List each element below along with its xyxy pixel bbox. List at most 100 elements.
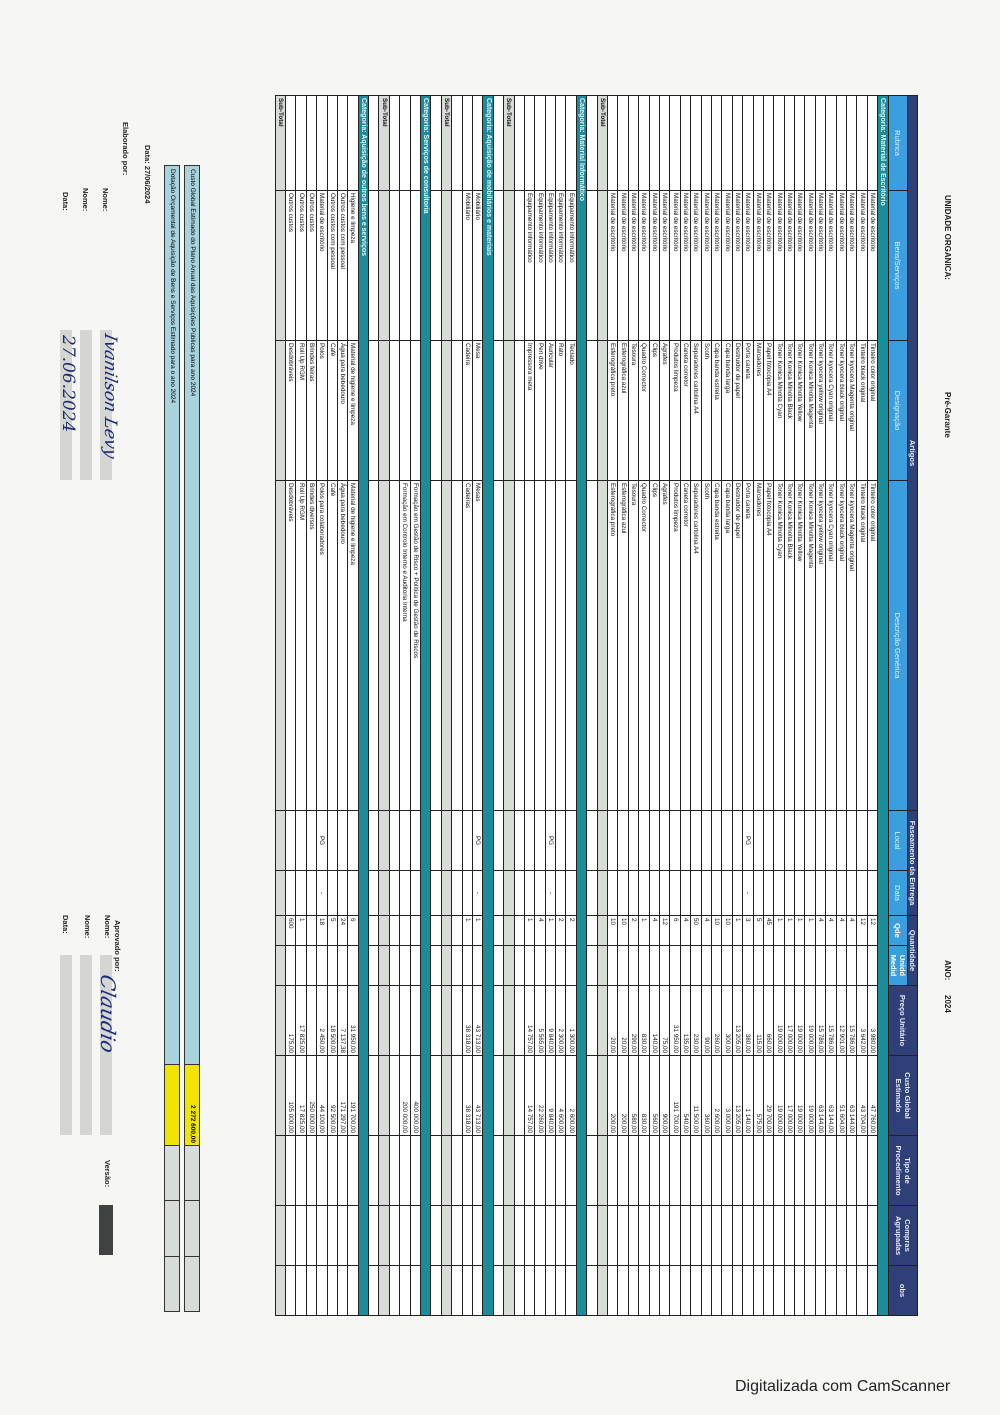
subtotal-cell-custo (378, 1055, 390, 1136)
cell-local (659, 810, 670, 871)
cell-rubrica (825, 95, 837, 191)
cell-local (617, 810, 629, 871)
cell-compras (669, 1205, 681, 1266)
cell-bens: Equipamento informático (555, 190, 566, 341)
cell-unid (607, 945, 618, 986)
cell-preco: 140,00 (649, 985, 660, 1056)
cell-preco: 7 137,38 (337, 985, 348, 1056)
cell-rubrica (472, 95, 483, 191)
cell-compras (753, 1205, 764, 1266)
cell-designacao: Esferográfica azul (617, 340, 629, 481)
cell-designacao: Mesa (472, 340, 483, 481)
cell-unid (586, 945, 598, 986)
cell-descricao: Toner kyocera black original (836, 480, 847, 811)
cell-qde: 6 (669, 915, 681, 946)
cell-descricao: Quadro Corrector (638, 480, 650, 811)
cell-tipo (327, 1135, 338, 1206)
cell-bens: Equipamento informático (545, 190, 556, 341)
cell-qde: 1 (773, 915, 785, 946)
cell-qde: 4 (846, 915, 857, 946)
cell-rubrica (763, 95, 774, 191)
cell-unid (524, 945, 535, 986)
cell-unid (732, 945, 743, 986)
cell-descricao: Tinteiro black original (856, 480, 868, 811)
cell-unid (545, 945, 556, 986)
cell-compras (285, 1205, 296, 1266)
cell-local (410, 810, 421, 871)
cell-data (566, 870, 577, 916)
cell-data (306, 870, 317, 916)
custo-global-label: Custo Global Estimado do Plano Anual das… (185, 166, 199, 1065)
cell-data (784, 870, 795, 916)
cell-bens: Material de escritório (649, 190, 660, 341)
cell-data (763, 870, 774, 916)
cell-bens (451, 190, 463, 341)
subtotal-cell-custo (441, 1055, 452, 1136)
cell-designacao: Tesoura (628, 340, 639, 481)
cell-preco (389, 985, 400, 1056)
cell-qde (399, 915, 411, 946)
cell-bens: Material de escritório (690, 190, 702, 341)
data-label: Data: (61, 192, 70, 211)
cell-descricao: Desdobráveis (285, 480, 296, 811)
cell-tipo (430, 1135, 442, 1206)
cell-data (669, 870, 681, 916)
cell-obs (721, 1265, 733, 1316)
cell-tipo (763, 1135, 774, 1206)
cell-obs (701, 1265, 712, 1316)
cell-bens: Outros custos (285, 190, 296, 341)
category-row: Categoria: Aquisição de mobiliários e ma… (482, 95, 494, 1316)
cell-compras (773, 1205, 785, 1266)
cell-local (763, 810, 774, 871)
cell-unid (773, 945, 785, 986)
cell-obs (399, 1265, 411, 1316)
cell-compras (867, 1205, 878, 1266)
cell-designacao: Toner kyocera Magenta original (846, 340, 857, 481)
cell-local: PG (545, 810, 556, 871)
cell-rubrica (721, 95, 733, 191)
category-label: Categoria: Aquisição de outros bens e se… (358, 95, 369, 1316)
cell-compras (462, 1205, 473, 1266)
cell-designacao (368, 340, 379, 481)
subtotal-label: Sub-Total (503, 95, 515, 191)
subtotal-cell-descricao (441, 480, 452, 811)
cell-tipo (347, 1135, 359, 1206)
cell-custo: 575,00 (753, 1055, 764, 1136)
cell-custo: 11 500,00 (690, 1055, 702, 1136)
cell-custo (493, 1055, 504, 1136)
cell-tipo (545, 1135, 556, 1206)
cell-obs (430, 1265, 442, 1316)
cell-data (617, 870, 629, 916)
cell-descricao (524, 480, 535, 811)
cell-bens: Material de escritório (846, 190, 857, 341)
cell-compras (410, 1205, 421, 1266)
cell-compras (836, 1205, 847, 1266)
cell-designacao: Porta caneta (742, 340, 754, 481)
cell-data (389, 870, 400, 916)
cell-tipo (337, 1135, 348, 1206)
cell-preco: 43 713,00 (472, 985, 483, 1056)
subtotal-cell-qde (441, 915, 452, 946)
cell-obs (638, 1265, 650, 1316)
cell-bens (389, 190, 400, 341)
cell-custo (430, 1055, 442, 1136)
cell-rubrica (784, 95, 795, 191)
cell-qde: 45 (763, 915, 774, 946)
cell-obs (867, 1265, 878, 1316)
cell-qde: 10 (711, 915, 722, 946)
cell-bens: Mobiliário (462, 190, 473, 341)
cell-descricao: Toner Konica Minolta Yellow (794, 480, 805, 811)
cell-obs (753, 1265, 764, 1316)
cell-obs (763, 1265, 774, 1316)
cell-unid (846, 945, 857, 986)
subtotal-cell-compras (597, 1205, 608, 1266)
cell-bens (368, 190, 379, 341)
cell-qde (389, 915, 400, 946)
